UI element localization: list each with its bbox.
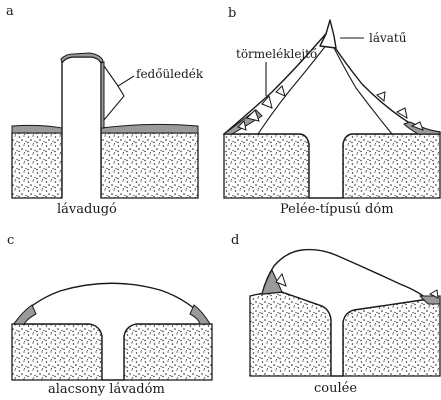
panel-d-letter: d xyxy=(231,233,239,248)
panel-c-left-rock xyxy=(12,324,102,380)
panel-b: b lávatű törmeléklejtő Pelée-típusú dóm xyxy=(224,6,440,217)
panel-a-right-rock xyxy=(101,133,198,198)
panel-a-plug-side xyxy=(101,62,104,128)
panel-a-caption: lávadugó xyxy=(57,202,117,217)
panel-c-letter: c xyxy=(7,233,14,248)
panel-a-cover-sediment xyxy=(12,125,62,133)
panel-b-right-rock xyxy=(343,134,440,198)
panel-a-left-rock xyxy=(12,133,62,198)
panel-a-annotation: fedőüledék xyxy=(136,67,204,81)
panel-c: c alacsony lávadóm xyxy=(7,233,212,397)
panel-a-leader-line-top xyxy=(104,66,118,86)
panel-b-caption: Pelée-típusú dóm xyxy=(280,202,394,217)
panel-b-letter: b xyxy=(228,6,236,21)
panel-b-annotation-spine: lávatű xyxy=(369,31,407,45)
panel-a-leader-line xyxy=(104,76,134,120)
panel-a-lava-plug xyxy=(62,57,101,198)
panel-b-annotation-debris: törmeléklejtő xyxy=(236,47,317,61)
panel-b-spine xyxy=(320,20,336,48)
panel-a: a fedőüledék lávadugó xyxy=(6,4,204,217)
panel-b-left-rock xyxy=(224,134,309,198)
panel-a-letter: a xyxy=(6,4,14,19)
panel-c-caption: alacsony lávadóm xyxy=(48,382,165,397)
panel-d: d coulée xyxy=(231,233,440,396)
panel-d-caption: coulée xyxy=(314,381,357,396)
panel-a-cover-sediment-right xyxy=(101,124,198,133)
panel-c-right-rock xyxy=(124,324,212,380)
